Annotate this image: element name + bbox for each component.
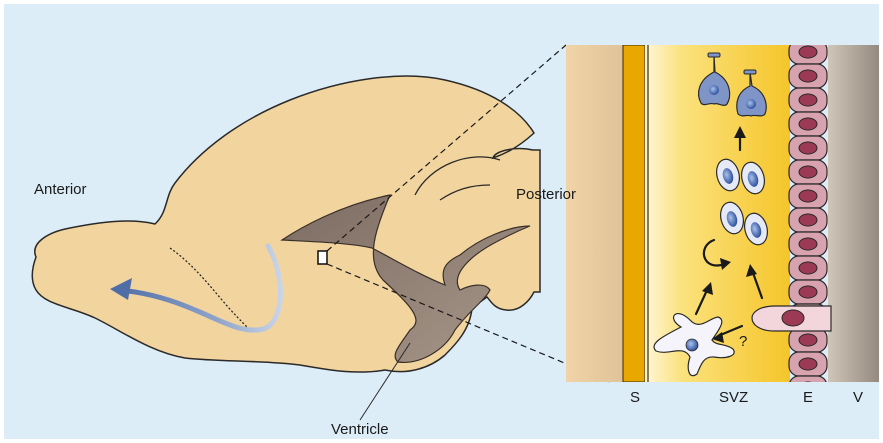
posterior-label: Posterior — [516, 186, 576, 203]
ependymal-cell — [789, 256, 827, 280]
striatum-band — [623, 45, 645, 382]
ventricle-label: Ventricle — [331, 421, 389, 438]
ependymal-layer — [789, 40, 827, 400]
question-mark: ? — [739, 333, 747, 350]
ependymal-cell — [789, 112, 827, 136]
ependymal-cell — [789, 184, 827, 208]
ependymal-cell — [789, 88, 827, 112]
e-label: E — [803, 389, 813, 406]
ependymal-cell — [789, 40, 827, 64]
ependymal-cell — [789, 280, 827, 304]
svz-detail-panel — [566, 40, 879, 400]
svz-label: SVZ — [719, 389, 748, 406]
zoom-box — [318, 251, 327, 264]
ependymal-cell — [789, 232, 827, 256]
v-label: V — [853, 389, 863, 406]
s-label: S — [630, 389, 640, 406]
left-tissue-strip — [566, 45, 623, 382]
ventricle-zone — [828, 45, 879, 382]
anterior-label: Anterior — [34, 181, 87, 198]
brain-outline — [32, 76, 540, 372]
ependymal-cell — [789, 208, 827, 232]
ependymal-cell — [789, 136, 827, 160]
ependymal-cell — [789, 352, 827, 376]
elongated-stem-cell — [752, 306, 831, 331]
ependymal-cell — [789, 160, 827, 184]
ependymal-cell — [789, 64, 827, 88]
